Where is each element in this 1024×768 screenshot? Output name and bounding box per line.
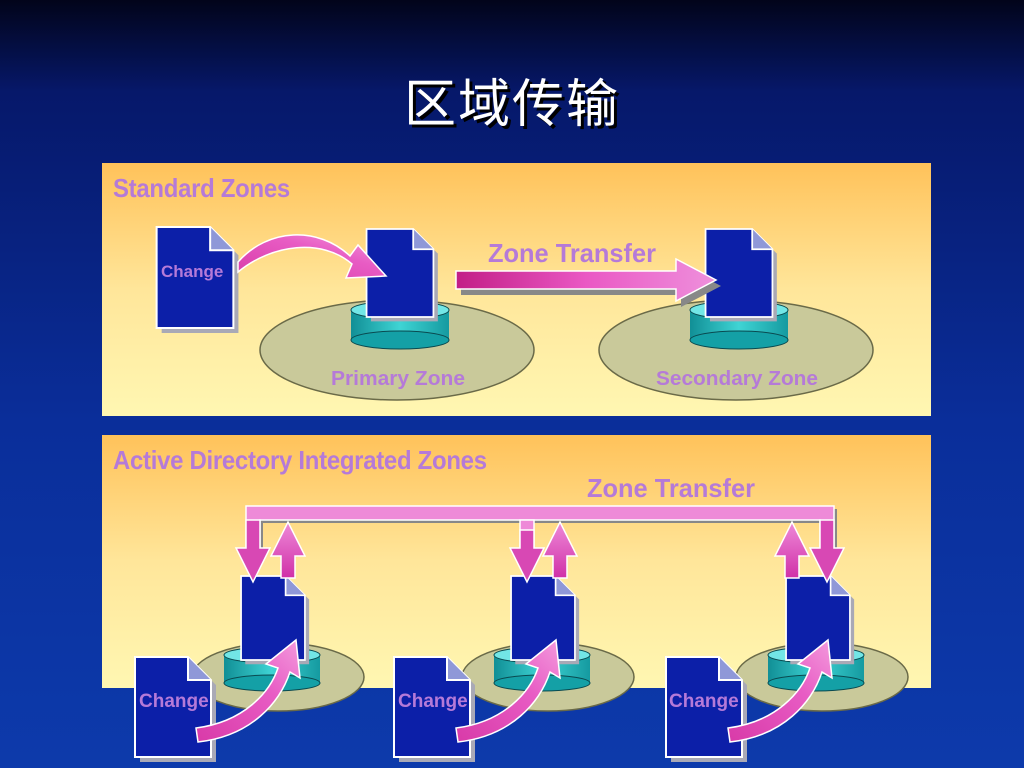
zone-transfer-arrow [455,257,721,307]
secondary-zone-document-icon [704,228,778,323]
change-label-3: Change [669,691,739,712]
slide-title: 区域传输 [403,75,620,135]
change-label: Change [161,262,223,281]
change-arrow-3 [727,638,833,743]
primary-zone-label: Primary Zone [331,368,465,390]
change-to-primary-arrow [237,234,388,279]
replication-arrows [234,519,846,584]
secondary-zone-label: Secondary Zone [656,368,818,390]
ad-zone-document-icon-1 [240,575,311,666]
change-label-2: Change [398,691,468,712]
zone-transfer-label-standard: Zone Transfer [488,238,656,268]
ad-zones-heading: Active Directory Integrated Zones [113,445,487,475]
standard-zones-heading: Standard Zones [113,173,290,203]
zone-transfer-label-ad: Zone Transfer [587,473,755,503]
change-label-1: Change [139,691,209,712]
change-arrow-2 [455,638,561,743]
change-arrow-1 [195,638,301,743]
